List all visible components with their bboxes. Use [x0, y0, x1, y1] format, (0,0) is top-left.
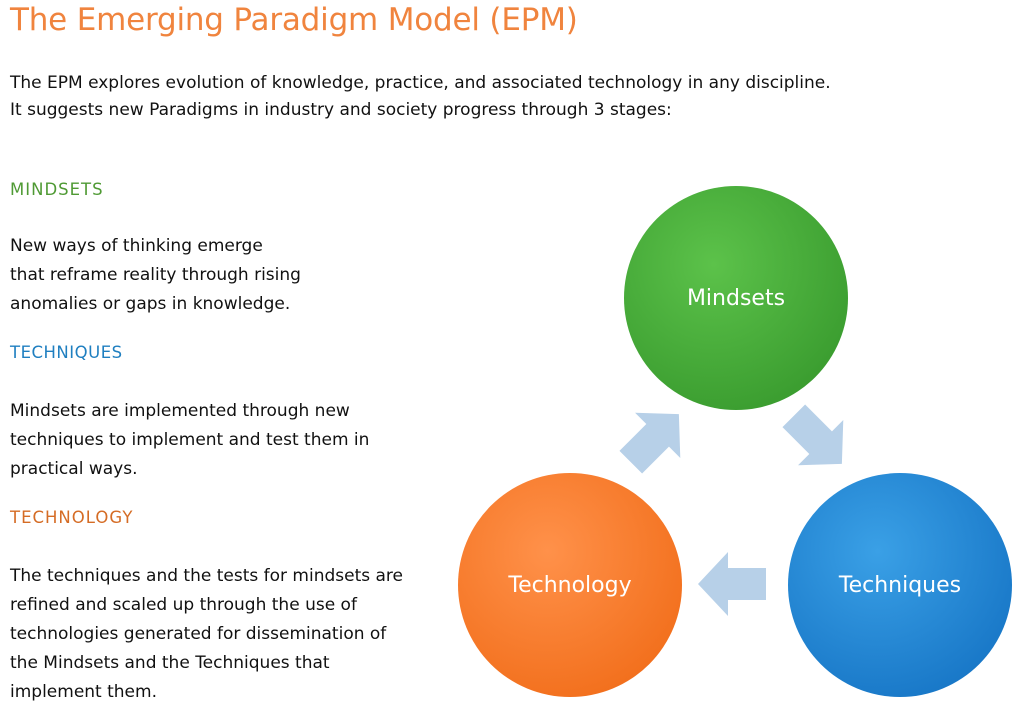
techniques-description: Mindsets are implemented through new tec…: [10, 397, 369, 484]
arrow-techniques-to-technology: [698, 552, 766, 616]
mindsets-description-line: that reframe reality through rising: [10, 265, 301, 285]
page-title: The Emerging Paradigm Model (EPM): [10, 2, 578, 38]
mindsets-description-line: anomalies or gaps in knowledge.: [10, 294, 291, 314]
techniques-heading: TECHNIQUES: [10, 343, 123, 362]
node-technology-label: Technology: [507, 573, 631, 598]
mindsets-description: New ways of thinking emerge that reframe…: [10, 232, 301, 319]
intro-paragraph: The EPM explores evolution of knowledge,…: [10, 70, 831, 124]
arrow-mindsets-to-techniques: [782, 404, 844, 466]
mindsets-heading: MINDSETS: [10, 180, 104, 199]
node-techniques-label: Techniques: [838, 573, 961, 598]
intro-line-1: The EPM explores evolution of knowledge,…: [10, 73, 831, 93]
technology-description-line: implement them.: [10, 682, 157, 702]
technology-description-line: the Mindsets and the Techniques that: [10, 653, 330, 673]
technology-description-line: technologies generated for dissemination…: [10, 624, 387, 644]
techniques-description-line: practical ways.: [10, 459, 138, 479]
techniques-description-line: techniques to implement and test them in: [10, 430, 370, 450]
technology-description-line: refined and scaled up through the use of: [10, 595, 357, 615]
technology-description-line: The techniques and the tests for mindset…: [10, 566, 404, 586]
technology-description: The techniques and the tests for mindset…: [10, 562, 403, 707]
intro-line-2: It suggests new Paradigms in industry an…: [10, 100, 672, 120]
technology-heading: TECHNOLOGY: [10, 508, 134, 527]
node-mindsets-label: Mindsets: [687, 286, 785, 311]
epm-cycle-diagram: Mindsets Technology Techniques: [458, 186, 1012, 697]
node-mindsets: Mindsets: [624, 186, 848, 410]
techniques-description-line: Mindsets are implemented through new: [10, 401, 350, 421]
arrow-technology-to-mindsets: [619, 412, 681, 474]
mindsets-description-line: New ways of thinking emerge: [10, 236, 263, 256]
node-technology: Technology: [458, 473, 682, 697]
node-techniques: Techniques: [788, 473, 1012, 697]
